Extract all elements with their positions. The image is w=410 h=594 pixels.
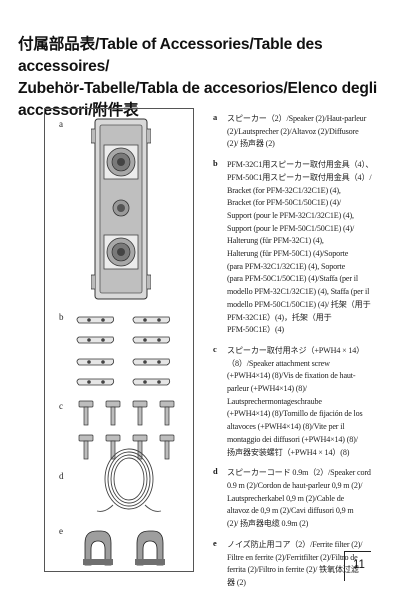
item-letter: e [213, 538, 217, 548]
item-text-line: Filtre en ferrite (2)/Ferritfilter (2)/F… [227, 552, 358, 562]
figure-label-c: c [59, 401, 63, 411]
accessories-illustration-panel: a b c d e [44, 108, 194, 572]
item-text-line: montaggio dei diffusori (+PWH4×14) (8)/ [227, 434, 358, 444]
item-text-line: Halterung (für PFM-50C1) (4)/Soporte [227, 249, 349, 259]
item-text-line: modello PFM-32C1/32C1E) (4), Staffa (per… [227, 287, 370, 297]
item-letter: d [213, 467, 218, 477]
item-text-line: (2)/ 扬声器电缆 0.9m (2) [227, 519, 309, 529]
item-text-line: (2)/ 扬声器 (2) [227, 139, 275, 149]
accessory-item-c: c スピーカー取付用ネジ（+PWH4 × 14） （8）/Speaker att… [213, 345, 379, 459]
item-text-line: ferrita (2)/Filtro in ferrite (2)/ 铁氧体过滤 [227, 565, 359, 575]
figure-label-d: d [59, 471, 64, 481]
item-text-line: Support (pour le PFM-32C1/32C1E) (4), [227, 210, 354, 220]
page-title: 付属部品表/Table of Accessories/Table des acc… [18, 34, 398, 122]
item-text-line: Halterung (für PFM-32C1) (4), [227, 236, 324, 246]
item-text-line: (+PWH4×14) (8)/Vis de fixation de haut- [227, 371, 356, 381]
item-text-line: altavoces (+PWH4×14) (8)/Vite per il [227, 422, 345, 432]
item-text-line: parleur (+PWH4×14) (8)/ [227, 384, 307, 394]
item-text-line: (2)/Lautsprecher (2)/Altavoz (2)/Diffuso… [227, 126, 359, 136]
item-text-line: Lautsprechermontageschraube [227, 396, 322, 406]
page-number: 11 [353, 559, 365, 571]
item-letter: c [213, 344, 217, 354]
figure-label-b: b [59, 312, 64, 322]
item-text-line: Support (pour le PFM-50C1/50C1E) (4)/ [227, 223, 355, 233]
item-text-line: modello PFM-50C1/50C1E) (4)/ 托架（用于 [227, 299, 371, 309]
item-text-line: スピーカーコード 0.9m（2）/Speaker cord [227, 468, 371, 478]
item-text-line: (+PWH4×14) (8)/Tornillo de fijación de l… [227, 409, 363, 419]
item-letter: a [213, 113, 218, 122]
item-text-line: （8）/Speaker attachment screw [227, 358, 330, 368]
title-line-1: 付属部品表/Table of Accessories/Table des acc… [18, 36, 323, 75]
item-text-line: 0.9 m (2)/Cordon de haut-parleur 0,9 m (… [227, 480, 363, 490]
item-text-line: (para PFM-50C1/50C1E) (4)/Staffa (per il [227, 274, 358, 284]
bracket-image [76, 316, 171, 386]
accessory-item-a: a スピーカー（2）/Speaker (2)/Haut-parleur (2)/… [213, 113, 379, 151]
speaker-image [91, 118, 151, 300]
screw-image [78, 400, 175, 460]
item-text-line: PFM-50C1用スピーカー取付用金具（4）/ [227, 172, 372, 182]
item-text-line: ノイズ防止用コア（2）/Ferrite filter (2)/ [227, 539, 363, 549]
item-text-line: スピーカー取付用ネジ（+PWH4 × 14） [227, 345, 365, 355]
item-letter: b [213, 159, 218, 169]
item-text-line: altavoz de 0,9 m (2)/Cavi diffusori 0,9 … [227, 506, 354, 516]
item-text-line: Bracket (for PFM-50C1/50C1E) (4)/ [227, 198, 341, 208]
item-text-line: (para PFM-32C1/32C1E) (4), Soporte [227, 261, 346, 271]
accessories-list: a スピーカー（2）/Speaker (2)/Haut-parleur (2)/… [213, 113, 379, 594]
item-text-line: Bracket (for PFM-32C1/32C1E) (4), [227, 185, 341, 195]
title-line-2: Zubehör-Tabelle/Tabla de accesorios/Elen… [18, 80, 377, 97]
accessory-item-b: b PFM-32C1用スピーカー取付用金具（4）、 PFM-50C1用スピーカー… [213, 159, 379, 337]
item-text-line: PFM-50C1E）(4) [227, 325, 284, 335]
item-text-line: PFM-32C1E）(4)，托架（用于 [227, 312, 332, 322]
item-text-line: 扬声器安装螺钉（+PWH4 × 14）(8) [227, 447, 350, 457]
item-text-line: スピーカー（2）/Speaker (2)/Haut-parleur [227, 114, 367, 123]
page-number-box: 11 [344, 551, 371, 581]
figure-label-e: e [59, 526, 63, 536]
accessory-item-d: d スピーカーコード 0.9m（2）/Speaker cord 0.9 m (2… [213, 467, 379, 531]
ferrite-filter-image [83, 530, 165, 566]
title-line-3: accessori/附件表 [18, 102, 139, 119]
speaker-cord-image [96, 448, 162, 512]
item-text-line: Lautsprecherkabel 0,9 m (2)/Cable de [227, 493, 345, 503]
item-text-line: PFM-32C1用スピーカー取付用金具（4）、 [227, 160, 374, 170]
figure-label-a: a [59, 119, 63, 129]
